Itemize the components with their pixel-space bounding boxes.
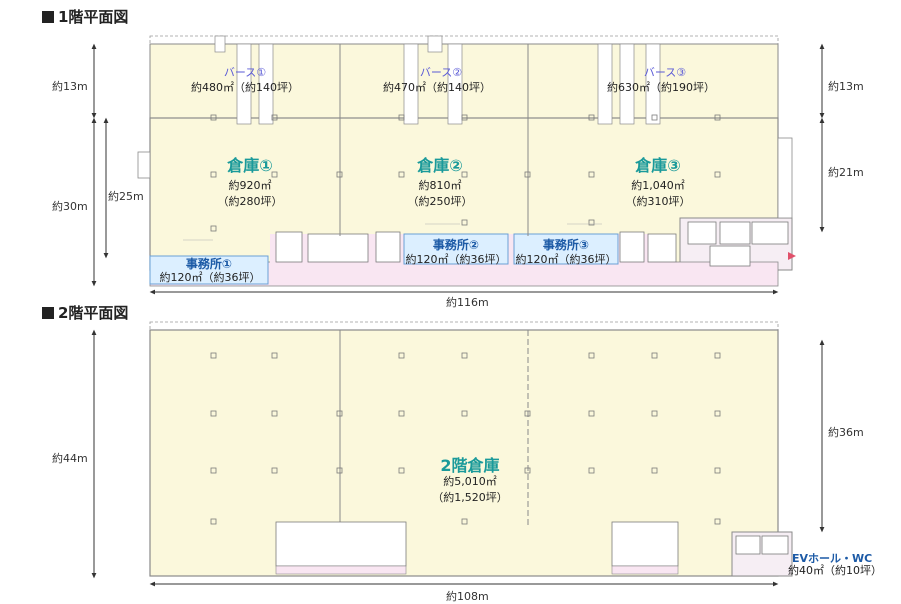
warehouse-1-area-m2: 約920㎡ bbox=[228, 179, 272, 192]
berth-3-area: 約630㎡（約190坪） bbox=[607, 81, 715, 94]
warehouse-f2-name: 2階倉庫 bbox=[440, 456, 500, 475]
floor2-dimension-lines bbox=[91, 329, 825, 587]
f2-dim-right: 約36m bbox=[828, 426, 864, 439]
office-3-box bbox=[513, 233, 619, 265]
office-1-area: 約120㎡（約36坪） bbox=[159, 271, 261, 284]
f1-dim-left-top: 約13m bbox=[52, 80, 88, 93]
office-2-area: 約120㎡（約36坪） bbox=[405, 253, 507, 266]
f2-dim-width: 約108m bbox=[446, 590, 489, 603]
f2-dim-left: 約44m bbox=[52, 452, 88, 465]
floor1-heading: 1階平面図 bbox=[42, 6, 128, 27]
f1-dim-right-bottom: 約21m bbox=[828, 166, 864, 179]
office-2-name: 事務所② bbox=[432, 238, 480, 252]
office-1-box bbox=[149, 255, 269, 285]
warehouse-1-name: 倉庫① bbox=[227, 156, 273, 175]
floor1-title: 1階平面図 bbox=[58, 8, 129, 26]
f1-dim-width: 約116m bbox=[446, 296, 489, 309]
evwc-area: 約40㎡（約10坪） bbox=[788, 564, 882, 577]
berth-2-name: バース② bbox=[419, 66, 463, 79]
floor2-heading: 2階平面図 bbox=[42, 302, 128, 323]
floor1-plan bbox=[137, 35, 796, 287]
berth-3-name: バース③ bbox=[643, 66, 687, 79]
floor2-title: 2階平面図 bbox=[58, 304, 129, 322]
office-1-name: 事務所① bbox=[185, 257, 233, 271]
berth-2-area: 約470㎡（約140坪） bbox=[383, 81, 491, 94]
warehouse-f2-area-m2: 約5,010㎡ bbox=[443, 475, 497, 488]
warehouse-f2-area-tsubo: （約1,520坪） bbox=[432, 491, 508, 504]
warehouse-2-name: 倉庫② bbox=[417, 156, 463, 175]
warehouse-3-area-tsubo: （約310坪） bbox=[625, 195, 691, 208]
berth-area bbox=[149, 43, 779, 119]
office-2-box bbox=[403, 233, 509, 265]
heading-square-icon bbox=[42, 307, 54, 319]
heading-square-icon bbox=[42, 11, 54, 23]
f1-dim-left-inner: 約25m bbox=[108, 190, 144, 203]
floor2-plan bbox=[149, 321, 793, 577]
warehouse-2-area-tsubo: （約250坪） bbox=[407, 195, 473, 208]
floor1-dimension-lines bbox=[91, 43, 825, 295]
f1-dim-right-top: 約13m bbox=[828, 80, 864, 93]
f1-dim-left-total: 約30m bbox=[52, 200, 88, 213]
evwc-name: EVホール・WC bbox=[792, 552, 873, 565]
berth-1-area: 約480㎡（約140坪） bbox=[191, 81, 299, 94]
warehouse-2-area-m2: 約810㎡ bbox=[418, 179, 462, 192]
warehouse-3-area-m2: 約1,040㎡ bbox=[631, 179, 685, 192]
berth-1-name: バース① bbox=[223, 66, 267, 79]
office-3-area: 約120㎡（約36坪） bbox=[515, 253, 617, 266]
warehouse-1-area-tsubo: （約280坪） bbox=[217, 195, 283, 208]
office-3-name: 事務所③ bbox=[542, 238, 590, 252]
warehouse-3-name: 倉庫③ bbox=[635, 156, 681, 175]
